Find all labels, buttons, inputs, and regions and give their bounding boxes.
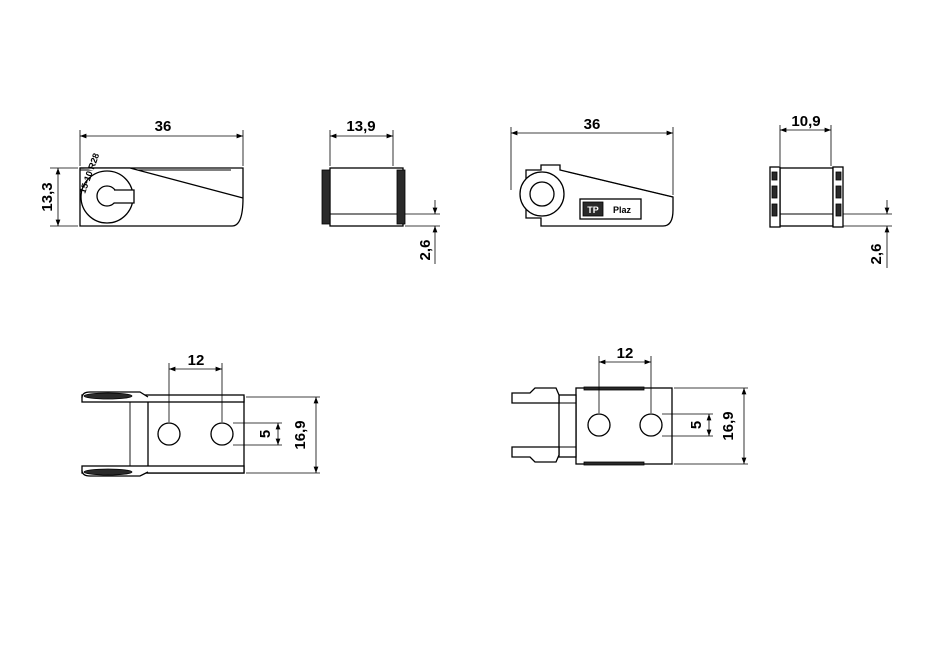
side-view-left: 15-10 R28 36 13,3 [39, 118, 244, 227]
dimension-height: 13,3 [39, 182, 56, 211]
dimension-hole: 5 [257, 430, 274, 438]
dimension-width: 13,9 [346, 118, 375, 135]
dimension-hole: 5 [688, 421, 705, 429]
dimension-width: 16,9 [292, 420, 309, 449]
dimension-width: 10,9 [791, 113, 820, 130]
top-view-right: 12 5 16,9 [511, 345, 748, 466]
dimension-pitch: 12 [188, 352, 205, 369]
dimension-thickness: 2,6 [868, 244, 885, 265]
front-view-right: 10,9 2,6 [769, 113, 892, 268]
front-view-left: 13,9 2,6 [321, 118, 440, 264]
dimension-length: 36 [155, 118, 172, 135]
dimension-thickness: 2,6 [417, 240, 434, 261]
dimension-width: 16,9 [720, 411, 737, 440]
svg-text:TP: TP [587, 205, 599, 215]
dimension-pitch: 12 [617, 345, 634, 362]
side-view-right: TP Plaz 36 [510, 116, 674, 227]
dimension-length: 36 [584, 116, 601, 133]
top-view-left: 12 5 16,9 [81, 352, 320, 477]
logo-text: Plaz [613, 205, 632, 215]
